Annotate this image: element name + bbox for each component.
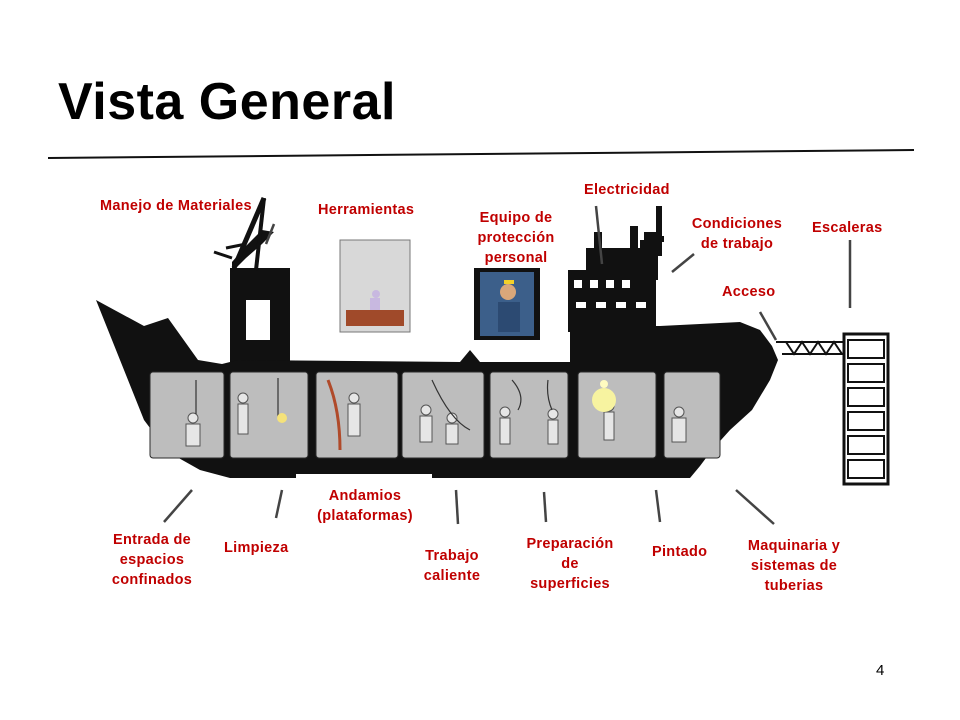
label-manejo-materiales: Manejo de Materiales xyxy=(100,198,252,214)
label-preparacion-superficies: Preparación de superficies xyxy=(526,536,614,592)
leader-lines xyxy=(163,205,852,525)
label-maquinaria-tuberias: Maquinaria y sistemas de tuberias xyxy=(747,538,841,594)
stair-tower xyxy=(842,332,890,486)
label-andamios: Andamios (plataformas) xyxy=(317,488,413,524)
page-title: Vista General xyxy=(58,73,396,131)
equipment-details xyxy=(195,378,616,451)
page-number: 4 xyxy=(876,662,885,679)
compartments xyxy=(149,371,721,459)
gangway xyxy=(776,340,844,356)
label-pintado: Pintado xyxy=(652,544,708,560)
label-limpieza: Limpieza xyxy=(224,540,289,556)
bridge-superstructure xyxy=(568,226,664,332)
title-divider xyxy=(48,149,915,159)
herramientas-photo xyxy=(339,239,411,333)
funnel xyxy=(644,206,662,256)
label-entrada-espacios: Entrada de espacios confinados xyxy=(111,532,193,588)
label-escaleras: Escaleras xyxy=(812,220,883,236)
label-herramientas: Herramientas xyxy=(318,202,415,218)
crane-icon xyxy=(213,197,290,363)
label-trabajo-caliente: Trabajo caliente xyxy=(423,548,481,584)
andamios-label-box xyxy=(296,474,432,524)
label-equipo-proteccion: Equipo de protección personal xyxy=(477,210,555,266)
equipo-proteccion-photo xyxy=(474,268,540,340)
label-condiciones-trabajo: Condiciones de trabajo xyxy=(691,216,783,252)
label-acceso: Acceso xyxy=(722,284,776,300)
label-electricidad: Electricidad xyxy=(584,182,670,198)
